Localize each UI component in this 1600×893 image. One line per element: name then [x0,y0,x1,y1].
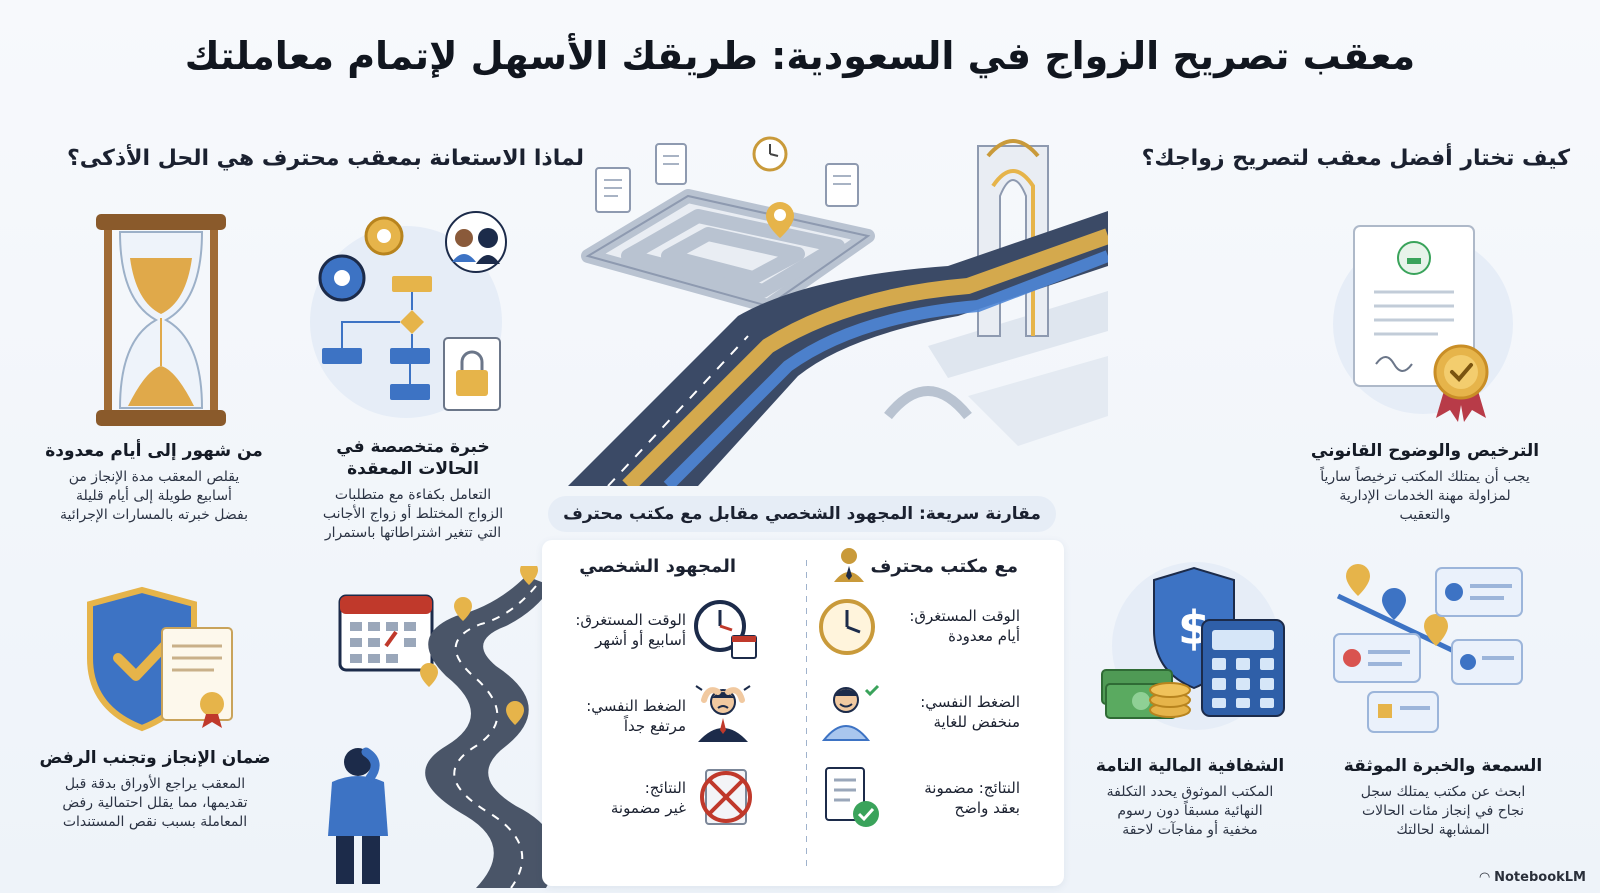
pro-column-title: مع مكتب محترف [870,556,1018,577]
pro-row-stress: الضغط النفسي: منخفض للغاية [920,693,1020,731]
card-time: من شهور إلى أيام معدودة يقلص المعقب مدة … [34,440,274,525]
card-expertise-title: خبرة متخصصة في الحالات المعقدة [336,437,490,479]
card-reputation-desc: ابحث عن مكتب يمتلك سجل نجاح في إنجاز مئا… [1360,784,1526,838]
winding-road-illustration [328,566,552,888]
card-transparency: الشفافية المالية التامة المكتب الموثوق ي… [1070,755,1310,840]
calm-person-icon [821,684,880,741]
card-guarantee-title: ضمان الإنجاز وتجنب الرفض [39,748,271,768]
card-time-desc: يقلص المعقب مدة الإنجاز من أسابيع طويلة … [60,469,248,523]
personal-row-results: النتائج: غير مضمونة [610,779,686,817]
page-title: معقب تصريح الزواج في السعودية: طريقك الأ… [184,34,1416,78]
left-section-heading: لماذا الاستعانة بمعقب محترف هي الحل الأذ… [67,146,584,171]
card-reputation: السمعة والخبرة الموثقة ابحث عن مكتب يمتل… [1328,755,1558,840]
card-licensing: الترخيص والوضوح القانوني يجب أن يمتلك ال… [1290,440,1560,525]
financial-transparency-illustration: $ [1101,562,1285,730]
shield-check-icon [87,586,233,732]
card-expertise: خبرة متخصصة في الحالات المعقدة التعامل ب… [298,436,528,543]
card-transparency-desc: المكتب الموثوق يحدد التكلفة النهائية مسب… [1106,784,1274,838]
personal-row-stress: الضغط النفسي: مرتفع جداً [586,697,686,735]
brand-label: NotebookLM [1494,870,1586,885]
pro-row-time: الوقت المستغرق: أيام معدودة [909,607,1020,645]
professional-person-icon [834,548,864,582]
card-licensing-desc: يجب أن يمتلك المكتب ترخيصاً سارياً لمزاو… [1320,469,1530,523]
expertise-flowchart-illustration [310,211,507,418]
card-transparency-title: الشفافية المالية التامة [1095,756,1285,776]
license-certificate-illustration [1333,225,1513,422]
pro-row-results: النتائج: مضمونة بعقد واضح [924,779,1020,817]
card-expertise-desc: التعامل بكفاءة مع متطلبات الزواج المختلط… [322,487,504,541]
comparison-divider [806,560,807,870]
card-guarantee: ضمان الإنجاز وتجنب الرفض المعقب يراجع ال… [30,747,280,832]
card-licensing-title: الترخيص والوضوح القانوني [1310,441,1540,461]
card-time-title: من شهور إلى أيام معدودة [45,441,263,461]
road-maze-arch-illustration [568,136,1108,486]
brand-logo: ◠ NotebookLM [1480,870,1586,885]
card-reputation-title: السمعة والخبرة الموثقة [1343,756,1543,776]
right-section-heading: كيف تختار أفضل معقب لتصريح زواجك؟ [1141,146,1570,171]
stressed-person-icon [695,685,751,742]
comparison-heading: مقارنة سريعة: المجهود الشخصي مقابل مع مك… [548,496,1056,532]
clock-icon [819,599,875,655]
comparison-panel [542,540,1064,886]
personal-row-time: الوقت المستغرق: أسابيع أو أشهر [575,611,686,649]
document-check-icon [825,767,879,827]
personal-column-title: المجهود الشخصي [579,556,736,577]
notebooklm-logo-icon: ◠ [1479,870,1490,885]
hourglass-icon [96,214,226,426]
card-guarantee-desc: المعقب يراجع الأوراق بدقة قبل تقديمها، م… [62,776,248,830]
rejected-document-icon [700,769,752,825]
reputation-profiles-illustration [1333,564,1523,733]
clock-calendar-icon [694,600,757,659]
